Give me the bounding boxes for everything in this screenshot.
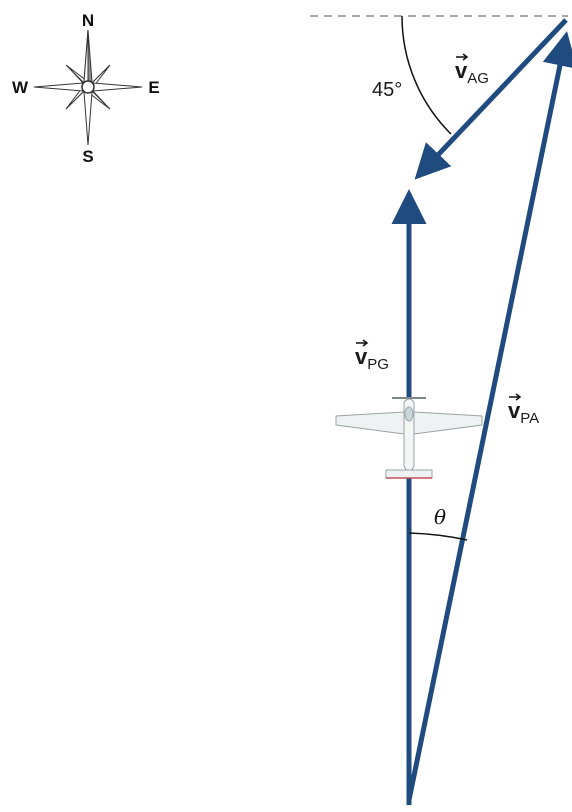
angle-arc-theta <box>408 532 468 541</box>
vector-v-pa <box>406 31 572 801</box>
v-pg-subscript: PG <box>367 356 389 373</box>
v-pg-symbol: v <box>355 344 368 369</box>
theta-label: θ <box>434 505 446 529</box>
v-ag-arrow-accent-icon <box>456 53 469 61</box>
angle-arc-45 <box>401 15 452 135</box>
v-pa-symbol: v <box>508 398 521 423</box>
svg-text:vAG: vAG <box>455 58 489 87</box>
v-ag-symbol: v <box>455 58 468 83</box>
compass-west-label: W <box>12 78 29 97</box>
angle-45-label: 45° <box>372 79 402 101</box>
svg-text:vPG: vPG <box>355 344 389 373</box>
svg-text:vPA: vPA <box>508 398 539 427</box>
airplane-icon <box>335 397 483 479</box>
v-pa-subscript: PA <box>520 410 539 427</box>
label-v-ag: vAG <box>455 53 489 87</box>
v-pg-arrow-accent-icon <box>356 339 369 347</box>
vector-v-ag <box>414 18 568 180</box>
compass-rose: N S W E <box>12 11 160 166</box>
compass-star-icon <box>33 29 143 146</box>
compass-east-label: E <box>148 78 159 97</box>
label-v-pa: vPA <box>508 393 539 427</box>
label-v-pg: vPG <box>355 339 389 373</box>
v-pa-arrow-accent-icon <box>509 393 522 401</box>
v-ag-subscript: AG <box>467 70 489 87</box>
compass-north-label: N <box>82 11 94 30</box>
compass-south-label: S <box>82 147 93 166</box>
